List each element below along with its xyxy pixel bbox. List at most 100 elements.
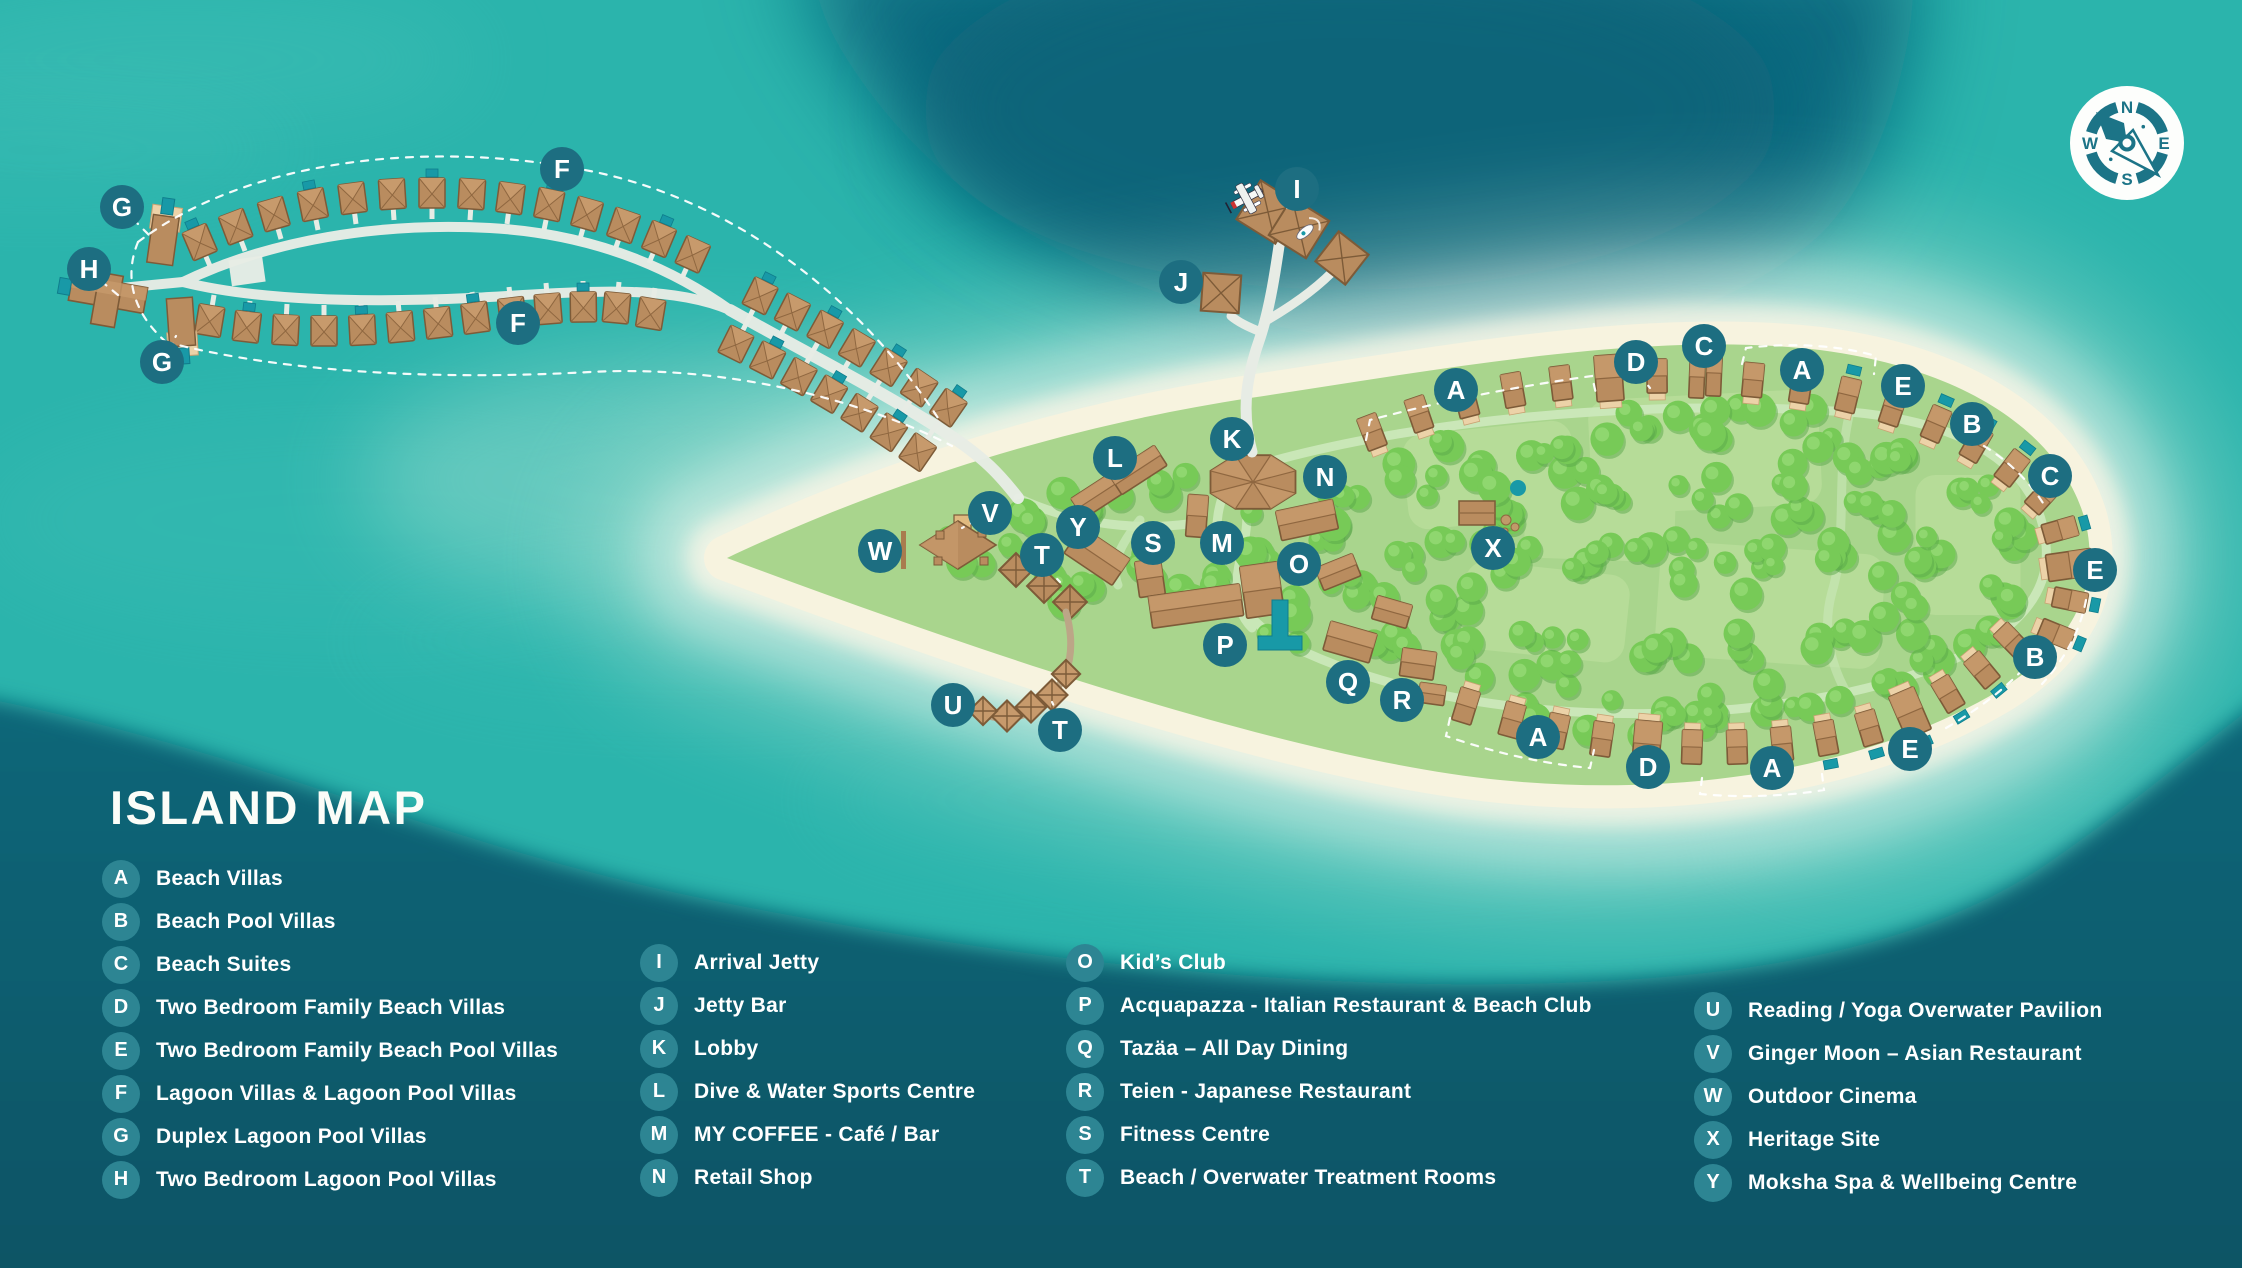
svg-text:W: W: [868, 536, 893, 566]
legend-letter-badge: Y: [1694, 1163, 1732, 1202]
legend-letter-badge: R: [1066, 1072, 1104, 1111]
map-marker-t: T: [1020, 533, 1064, 577]
legend-item: A Beach Villas: [102, 857, 558, 900]
map-marker-e: E: [1888, 727, 1932, 771]
map-marker-r: R: [1380, 678, 1424, 722]
map-marker-a: A: [1516, 715, 1560, 759]
legend-letter-badge: U: [1694, 991, 1732, 1030]
svg-text:G: G: [112, 192, 132, 222]
legend-letter-badge: G: [102, 1117, 140, 1156]
svg-text:W: W: [2082, 134, 2099, 153]
legend-letter-badge: A: [102, 859, 140, 898]
legend-item: Q Tazäa – All Day Dining: [1066, 1027, 1592, 1070]
svg-text:E: E: [2158, 134, 2169, 153]
legend-letter-badge: E: [102, 1031, 140, 1070]
legend-item: H Two Bedroom Lagoon Pool Villas: [102, 1158, 558, 1201]
legend-item: S Fitness Centre: [1066, 1113, 1592, 1156]
legend-column-facilities-3: U Reading / Yoga Overwater Pavilion V Gi…: [1694, 989, 2103, 1204]
legend-item: M MY COFFEE - Café / Bar: [640, 1113, 975, 1156]
map-marker-b: B: [1950, 402, 1994, 446]
map-marker-c: C: [1682, 324, 1726, 368]
legend-item-label: Duplex Lagoon Pool Villas: [156, 1124, 427, 1148]
svg-text:G: G: [152, 347, 172, 377]
svg-text:B: B: [2026, 642, 2045, 672]
svg-text:I: I: [1293, 174, 1300, 204]
legend-item-label: Beach / Overwater Treatment Rooms: [1120, 1165, 1497, 1189]
svg-text:E: E: [1894, 371, 1911, 401]
legend-item-label: Teien - Japanese Restaurant: [1120, 1079, 1412, 1103]
map-marker-f: F: [540, 147, 584, 191]
legend-item-label: Two Bedroom Lagoon Pool Villas: [156, 1167, 497, 1191]
heritage-site: [1458, 480, 1526, 535]
legend-item-label: Two Bedroom Family Beach Villas: [156, 995, 506, 1019]
map-marker-t: T: [1038, 708, 1082, 752]
legend-item: O Kid’s Club: [1066, 941, 1592, 984]
map-marker-e: E: [1881, 364, 1925, 408]
svg-text:E: E: [2086, 555, 2103, 585]
map-marker-o: O: [1277, 542, 1321, 586]
map-marker-q: Q: [1326, 660, 1370, 704]
legend-letter-badge: H: [102, 1160, 140, 1199]
legend-item: V Ginger Moon – Asian Restaurant: [1694, 1032, 2103, 1075]
page-title: ISLAND MAP: [110, 781, 428, 834]
map-marker-a: A: [1434, 368, 1478, 412]
legend-item-label: Arrival Jetty: [694, 950, 820, 974]
svg-text:D: D: [1639, 752, 1658, 782]
legend-item: T Beach / Overwater Treatment Rooms: [1066, 1156, 1592, 1199]
legend-item-label: Kid’s Club: [1120, 950, 1227, 974]
map-marker-u: U: [931, 683, 975, 727]
legend-letter-badge: J: [640, 986, 678, 1025]
legend-item: K Lobby: [640, 1027, 975, 1070]
resort-buildings: [901, 342, 2108, 771]
legend-item: P Acquapazza - Italian Restaurant & Beac…: [1066, 984, 1592, 1027]
svg-text:O: O: [1289, 549, 1309, 579]
map-marker-g: G: [140, 340, 184, 384]
legend-item: I Arrival Jetty: [640, 941, 975, 984]
legend-column-accommodations: A Beach Villas B Beach Pool Villas C Bea…: [102, 857, 558, 1201]
legend-item-label: Heritage Site: [1748, 1127, 1881, 1151]
svg-text:A: A: [1447, 375, 1466, 405]
legend-letter-badge: B: [102, 902, 140, 941]
legend-item: N Retail Shop: [640, 1156, 975, 1199]
svg-text:S: S: [2121, 170, 2132, 189]
map-marker-d: D: [1614, 340, 1658, 384]
map-marker-a: A: [1750, 746, 1794, 790]
svg-text:F: F: [510, 308, 526, 338]
legend-item-label: Ginger Moon – Asian Restaurant: [1748, 1041, 2082, 1065]
legend-item: B Beach Pool Villas: [102, 900, 558, 943]
legend-letter-badge: I: [640, 943, 678, 982]
legend-item-label: Outdoor Cinema: [1748, 1084, 1917, 1108]
compass-icon: N E S W: [2070, 86, 2184, 200]
map-marker-n: N: [1303, 455, 1347, 499]
map-marker-c: C: [2028, 454, 2072, 498]
svg-text:N: N: [2121, 98, 2133, 117]
legend-item-label: MY COFFEE - Café / Bar: [694, 1122, 940, 1146]
map-marker-x: X: [1471, 526, 1515, 570]
legend-item-label: Tazäa – All Day Dining: [1120, 1036, 1349, 1060]
map-marker-f: F: [496, 301, 540, 345]
legend-item: G Duplex Lagoon Pool Villas: [102, 1115, 558, 1158]
legend-letter-badge: K: [640, 1029, 678, 1068]
legend-item: D Two Bedroom Family Beach Villas: [102, 986, 558, 1029]
map-marker-m: M: [1200, 521, 1244, 565]
svg-text:V: V: [981, 498, 999, 528]
map-marker-v: V: [968, 491, 1012, 535]
svg-text:J: J: [1174, 267, 1188, 297]
legend-letter-badge: X: [1694, 1120, 1732, 1159]
villa-g: [145, 197, 184, 267]
legend-letter-badge: L: [640, 1072, 678, 1111]
legend-item: J Jetty Bar: [640, 984, 975, 1027]
svg-text:L: L: [1107, 443, 1123, 473]
legend-item-label: Beach Pool Villas: [156, 909, 336, 933]
svg-text:D: D: [1627, 347, 1646, 377]
svg-text:S: S: [1144, 528, 1161, 558]
map-marker-g: G: [100, 185, 144, 229]
svg-text:C: C: [2041, 461, 2060, 491]
svg-text:Q: Q: [1338, 667, 1358, 697]
legend-column-facilities-2: O Kid’s Club P Acquapazza - Italian Rest…: [1066, 941, 1592, 1199]
map-marker-h: H: [67, 247, 111, 291]
legend-item: U Reading / Yoga Overwater Pavilion: [1694, 989, 2103, 1032]
map-marker-i: I: [1275, 167, 1319, 211]
map-marker-w: W: [858, 529, 902, 573]
